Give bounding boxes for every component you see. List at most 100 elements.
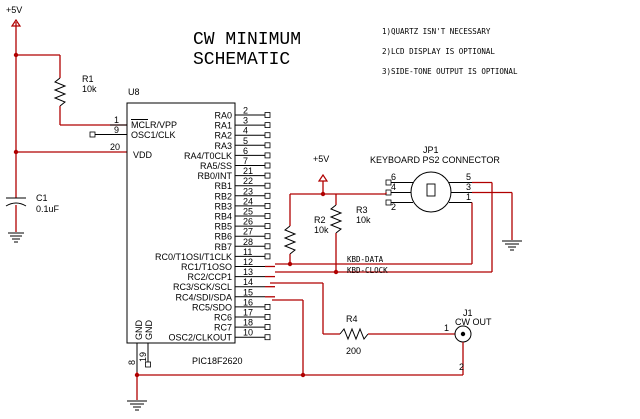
junction-dot xyxy=(134,372,140,378)
pin-label: RB7 xyxy=(214,242,232,252)
pin-terminal xyxy=(264,182,271,189)
capacitor-c1 xyxy=(5,190,27,232)
pin-terminal xyxy=(264,132,271,139)
resistor-r3 xyxy=(329,204,343,272)
pin-label: RB6 xyxy=(214,232,232,242)
jp1-pin-1: 1 xyxy=(466,192,471,202)
pin-terminal xyxy=(264,243,271,250)
title-line-1: CW MINIMUM xyxy=(193,30,301,50)
note-1: 1)QUARTZ ISN'T NECESSARY xyxy=(382,27,491,36)
jp1-pin-2: 2 xyxy=(391,202,396,212)
resistor-r4 xyxy=(270,282,455,341)
u8-pin-3: RA1 3 xyxy=(214,116,271,131)
pin-label: RA4/T0CLK xyxy=(184,151,232,161)
pin-label: RA1 xyxy=(214,121,232,131)
title-line-2: SCHEMATIC xyxy=(193,50,290,70)
pin-label: RC2/CCP1 xyxy=(187,272,232,282)
r1-value: 10k xyxy=(82,84,97,94)
r1-name: R1 xyxy=(82,74,94,84)
jp1-pin-6: 6 xyxy=(391,172,396,182)
u8-part: PIC18F2620 xyxy=(192,356,243,366)
pin-number: 4 xyxy=(243,126,248,136)
pin-terminal xyxy=(264,314,271,320)
u8-pin-vdd: 20 VDD xyxy=(110,142,153,160)
pin-number: 3 xyxy=(243,116,248,126)
supply-label-mid: +5V xyxy=(313,154,329,164)
pin-terminal xyxy=(264,324,271,331)
pin-label: RB0/INT xyxy=(197,171,232,181)
pin-terminal xyxy=(264,122,271,128)
pin-label: RB3 xyxy=(214,201,232,211)
jp1-name: JP1 xyxy=(423,145,439,155)
pin-number: 6 xyxy=(243,146,248,156)
pin-number: 17 xyxy=(243,308,253,318)
junction-dot xyxy=(300,372,306,378)
note-3: 3)SIDE-TONE OUTPUT IS OPTIONAL xyxy=(382,67,518,76)
pin-terminal xyxy=(264,152,271,159)
pin-number: 7 xyxy=(243,156,248,166)
supply-arrow-mid xyxy=(317,173,329,194)
u8-pin-mclr: 1 MCLR/VPP xyxy=(110,115,177,130)
r2-name: R2 xyxy=(314,215,326,225)
pin-number: 2 xyxy=(243,106,248,116)
ps2-connector-symbol xyxy=(385,171,472,213)
label-kbd-clock: KBD-CLOCK xyxy=(347,266,388,275)
junction-dot xyxy=(13,149,19,155)
pin-number: 21 xyxy=(243,166,253,176)
u8-pin-26: RB5 26 xyxy=(214,217,271,232)
u8-pin-24: RB3 24 xyxy=(214,196,271,211)
jp1-pin-4: 4 xyxy=(391,182,396,192)
pin-terminal xyxy=(264,162,271,169)
u8-pin-2: RA0 2 xyxy=(214,106,271,121)
pin-number: 11 xyxy=(243,247,252,257)
ground-symbol-main xyxy=(127,400,147,411)
jp1-wiring xyxy=(385,181,513,272)
pin-terminal xyxy=(264,233,271,240)
resistor-r2 xyxy=(283,225,297,264)
pin-number: 18 xyxy=(243,318,253,328)
r3-name: R3 xyxy=(356,205,368,215)
pin-number: 14 xyxy=(243,277,253,287)
pin-label: RB2 xyxy=(214,191,232,201)
j1-desc: CW OUT xyxy=(455,317,492,327)
j1-pin-1: 1 xyxy=(444,323,449,333)
pin-number: 25 xyxy=(243,207,253,217)
pin-number: 24 xyxy=(243,196,253,206)
pin-terminal xyxy=(264,172,271,179)
supply-arrow-left xyxy=(10,18,22,190)
svg-text:OSC1/CLK: OSC1/CLK xyxy=(131,130,176,140)
svg-text:20: 20 xyxy=(110,142,120,152)
pin-number: 10 xyxy=(243,328,253,338)
r2-value: 10k xyxy=(314,225,329,235)
junction-dot xyxy=(320,191,326,197)
pin-label: OSC2/CLKOUT xyxy=(168,333,232,343)
pin-label: RB5 xyxy=(214,222,232,232)
pin-number: 26 xyxy=(243,217,253,227)
pin-terminal xyxy=(264,303,271,310)
u8-gnd-pins: GND GND 8 19 xyxy=(127,320,154,372)
label-kbd-data: KBD-DATA xyxy=(347,255,384,264)
pin-label: RC3/SCK/SCL xyxy=(173,282,232,292)
pin-number: 23 xyxy=(243,186,253,196)
c1-value: 0.1uF xyxy=(36,204,60,214)
junction-dot xyxy=(333,269,339,275)
pin-number: 22 xyxy=(243,176,253,186)
pin-number: 16 xyxy=(243,297,253,307)
ground-symbol-jp1 xyxy=(502,240,522,251)
svg-text:9: 9 xyxy=(114,125,119,135)
pin-terminal xyxy=(264,223,271,230)
note-2: 2)LCD DISPLAY IS OPTIONAL xyxy=(382,47,495,56)
j1-name: J1 xyxy=(463,308,473,318)
junction-dot xyxy=(13,52,19,58)
r4-value: 200 xyxy=(346,346,361,356)
pin-label: RA0 xyxy=(214,111,232,121)
